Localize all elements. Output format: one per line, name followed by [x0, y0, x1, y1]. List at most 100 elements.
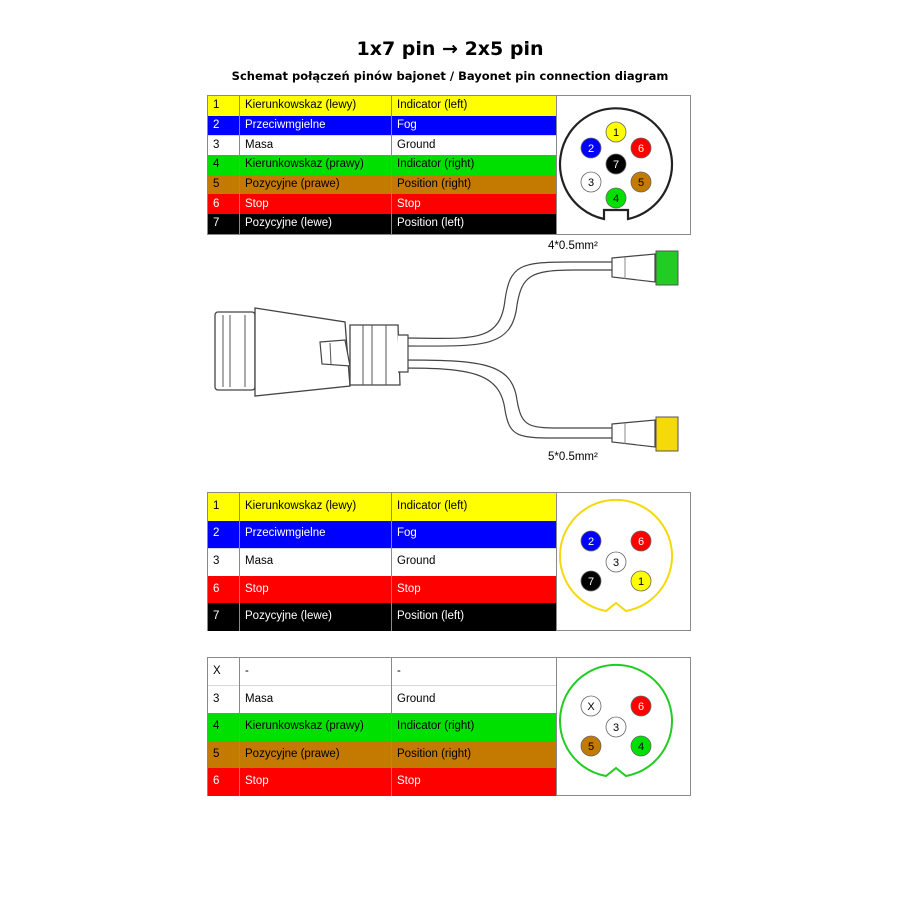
pin-function-pl: -: [239, 658, 392, 686]
pin-6-dot: [630, 137, 652, 159]
pin-label: 6: [638, 701, 644, 713]
cable-upper: [399, 261, 612, 339]
pin-function-pl: Kierunkowskaz (lewy): [239, 96, 392, 116]
pin-function-pl: Przeciwmgielne: [239, 520, 392, 549]
pin-row: X--: [208, 658, 557, 686]
pin-function-pl: Masa: [239, 134, 392, 156]
pin-function-en: Stop: [391, 575, 557, 604]
pin-function-en: Indicator (right): [391, 713, 557, 741]
pin-2-dot: [580, 530, 602, 552]
pin-7-dot: [605, 153, 627, 175]
pin-label: 4: [613, 193, 619, 205]
pin-number: 3: [208, 685, 240, 714]
pin-3-dot: [580, 171, 602, 193]
pin-number: 5: [208, 740, 240, 769]
pin-label: 3: [588, 177, 594, 189]
pin-number: 6: [208, 768, 240, 796]
pin-label: 3: [613, 722, 619, 734]
pin-function-pl: Pozycyjne (prawe): [239, 174, 392, 195]
pin-label: X: [587, 701, 595, 713]
pin-function-pl: Kierunkowskaz (prawy): [239, 155, 392, 175]
pin-function-en: Indicator (right): [391, 155, 557, 175]
page-subtitle: Schemat połączeń pinów bajonet / Bayonet…: [231, 69, 669, 83]
pin-function-en: Position (right): [391, 174, 557, 195]
pin-number: X: [208, 658, 240, 686]
pin-4-dot: [605, 187, 627, 209]
pin-number: 7: [208, 603, 240, 631]
socket-green-diagram: X 6 3 5 4: [559, 663, 673, 778]
pin-function-en: Position (left): [391, 214, 557, 234]
pin-function-en: Fog: [391, 520, 557, 549]
pin-label: 4: [638, 741, 644, 753]
page-title: 1x7 pin → 2x5 pin: [356, 38, 544, 60]
pin-function-en: Position (left): [391, 603, 557, 631]
pin-6-dot: [630, 695, 652, 717]
pin-7-dot: [580, 570, 602, 592]
pin-function-pl: Stop: [239, 194, 392, 215]
pin-function-pl: Pozycyjne (lewe): [239, 603, 392, 631]
pin-X-dot: [580, 695, 602, 717]
pin-1-dot: [630, 570, 652, 592]
pin-function-pl: Stop: [239, 768, 392, 796]
pin-function-en: Position (right): [391, 740, 557, 769]
pin-label: 2: [588, 143, 594, 155]
pin-label: 6: [638, 536, 644, 548]
pin-label: 7: [588, 576, 594, 588]
pin-function-pl: Stop: [239, 575, 392, 604]
connector-yellow: [655, 416, 679, 452]
pin-label: 5: [588, 741, 594, 753]
pin-label: 1: [613, 127, 619, 139]
pin-function-pl: Przeciwmgielne: [239, 115, 392, 136]
pin-function-en: Ground: [391, 685, 557, 714]
pin-number: 1: [208, 493, 240, 521]
pin-function-pl: Masa: [239, 547, 392, 576]
pin-number: 5: [208, 174, 240, 195]
cable-lower: [399, 359, 612, 429]
pin-3-dot: [605, 551, 627, 573]
pin-number: 6: [208, 575, 240, 604]
pin-function-en: -: [391, 658, 557, 686]
pin-number: 2: [208, 520, 240, 549]
pin-6-dot: [630, 530, 652, 552]
pin-function-en: Stop: [391, 768, 557, 796]
pin-label: 2: [588, 536, 594, 548]
pin-number: 1: [208, 96, 240, 116]
pin-5-dot: [630, 171, 652, 193]
pin-function-en: Indicator (left): [391, 493, 557, 521]
pin-function-pl: Kierunkowskaz (lewy): [239, 493, 392, 521]
pin-function-pl: Masa: [239, 685, 392, 714]
pin-function-pl: Kierunkowskaz (prawy): [239, 713, 392, 741]
pin-label: 5: [638, 177, 644, 189]
pin-label: 6: [638, 143, 644, 155]
pin-function-pl: Pozycyjne (lewe): [239, 214, 392, 234]
pin-label: 3: [613, 557, 619, 569]
pin-number: 4: [208, 155, 240, 175]
connector-green: [655, 250, 679, 286]
pin-function-en: Stop: [391, 194, 557, 215]
pin-number: 3: [208, 547, 240, 576]
pin-function-en: Ground: [391, 547, 557, 576]
pin-number: 7: [208, 214, 240, 234]
pin-5-dot: [580, 735, 602, 757]
pin-label: 1: [638, 576, 644, 588]
